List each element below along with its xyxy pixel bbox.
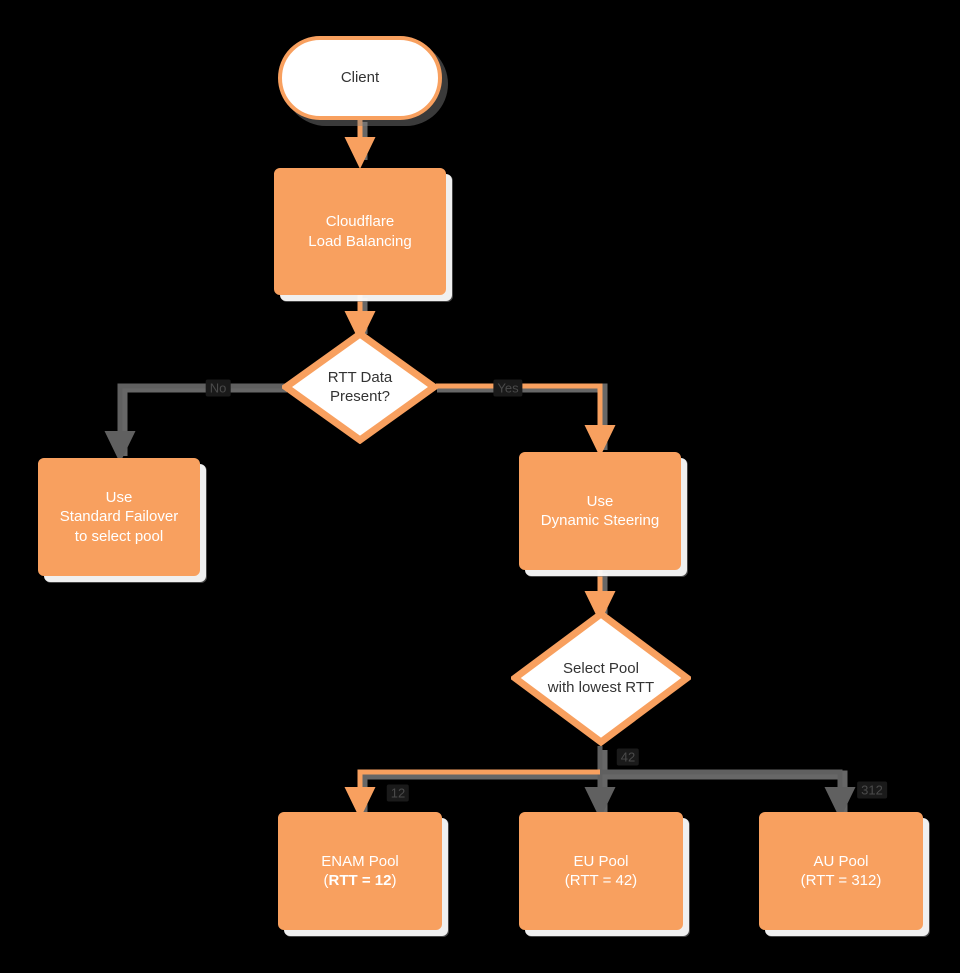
node-dynamic-steering-line2: Dynamic Steering bbox=[540, 512, 660, 529]
node-enam-pool[interactable]: ENAM Pool (RTT = 12) bbox=[278, 812, 442, 930]
node-au-pool-line1: AU Pool bbox=[813, 852, 869, 870]
node-rtt-data-present-line1: RTT Data bbox=[327, 368, 393, 386]
node-dynamic-steering-line1: Use bbox=[586, 492, 614, 510]
node-enam-pool-paren-close: ) bbox=[391, 872, 397, 889]
node-rtt-data-present-decision[interactable]: RTT Data Present? bbox=[282, 330, 438, 444]
node-eu-pool-label: EU Pool (RTT = 42) bbox=[557, 850, 645, 892]
edge-label-rtt-no: No bbox=[205, 379, 231, 397]
node-select-pool-line2: with lowest RTT bbox=[547, 679, 655, 696]
node-select-pool-decision[interactable]: Select Pool with lowest RTT bbox=[511, 610, 691, 746]
node-au-pool[interactable]: AU Pool (RTT = 312) bbox=[759, 812, 923, 930]
node-select-pool-line1: Select Pool bbox=[563, 659, 639, 677]
node-rtt-data-present-line2: Present? bbox=[329, 388, 391, 405]
node-eu-pool[interactable]: EU Pool (RTT = 42) bbox=[519, 812, 683, 930]
node-enam-pool-label: ENAM Pool (RTT = 12) bbox=[313, 850, 407, 892]
edge-label-pool-eu: 42 bbox=[616, 748, 640, 766]
node-enam-pool-paren-open: ( bbox=[323, 872, 329, 889]
node-cloudflare-load-balancing[interactable]: Cloudflare Load Balancing bbox=[274, 168, 446, 295]
node-enam-pool-rtt-value: RTT = 12 bbox=[328, 872, 392, 889]
node-standard-failover[interactable]: Use Standard Failover to select pool bbox=[38, 458, 200, 576]
node-client-label: Client bbox=[340, 69, 380, 87]
node-enam-pool-line1: ENAM Pool bbox=[321, 852, 399, 870]
node-au-pool-label: AU Pool (RTT = 312) bbox=[793, 850, 890, 892]
node-cloudflare-load-balancing-label: Cloudflare Load Balancing bbox=[300, 210, 419, 252]
node-au-pool-line2: (RTT = 312) bbox=[800, 872, 882, 889]
edge-selectpool-to-au bbox=[600, 769, 856, 820]
node-enam-pool-line2: (RTT = 12) bbox=[321, 871, 399, 890]
node-rtt-data-present-label: RTT Data Present? bbox=[328, 368, 392, 406]
edge-label-pool-enam: 12 bbox=[386, 784, 410, 802]
node-cloudflare-load-balancing-line1: Cloudflare bbox=[325, 213, 395, 231]
node-dynamic-steering[interactable]: Use Dynamic Steering bbox=[519, 452, 681, 570]
node-dynamic-steering-label: Use Dynamic Steering bbox=[533, 490, 667, 532]
node-standard-failover-label: Use Standard Failover to select pool bbox=[52, 486, 186, 548]
node-eu-pool-line2: (RTT = 42) bbox=[564, 872, 638, 889]
node-client[interactable]: Client bbox=[278, 36, 442, 120]
node-standard-failover-line3: to select pool bbox=[74, 527, 164, 545]
node-standard-failover-line2: Standard Failover bbox=[59, 508, 179, 526]
node-cloudflare-load-balancing-line2: Load Balancing bbox=[308, 232, 412, 250]
diamond-shape bbox=[511, 610, 691, 746]
edge-rtt-no-to-failover bbox=[104, 383, 284, 464]
edge-selectpool-to-enam bbox=[344, 769, 600, 820]
diamond-shape bbox=[282, 330, 438, 444]
edge-rtt-yes-to-steering bbox=[436, 383, 616, 458]
edge-label-pool-au: 312 bbox=[857, 781, 887, 799]
edge-label-rtt-yes: Yes bbox=[493, 379, 523, 397]
node-select-pool-label: Select Pool with lowest RTT bbox=[548, 659, 654, 697]
node-standard-failover-line1: Use bbox=[105, 489, 133, 507]
node-eu-pool-line1: EU Pool bbox=[573, 852, 629, 870]
